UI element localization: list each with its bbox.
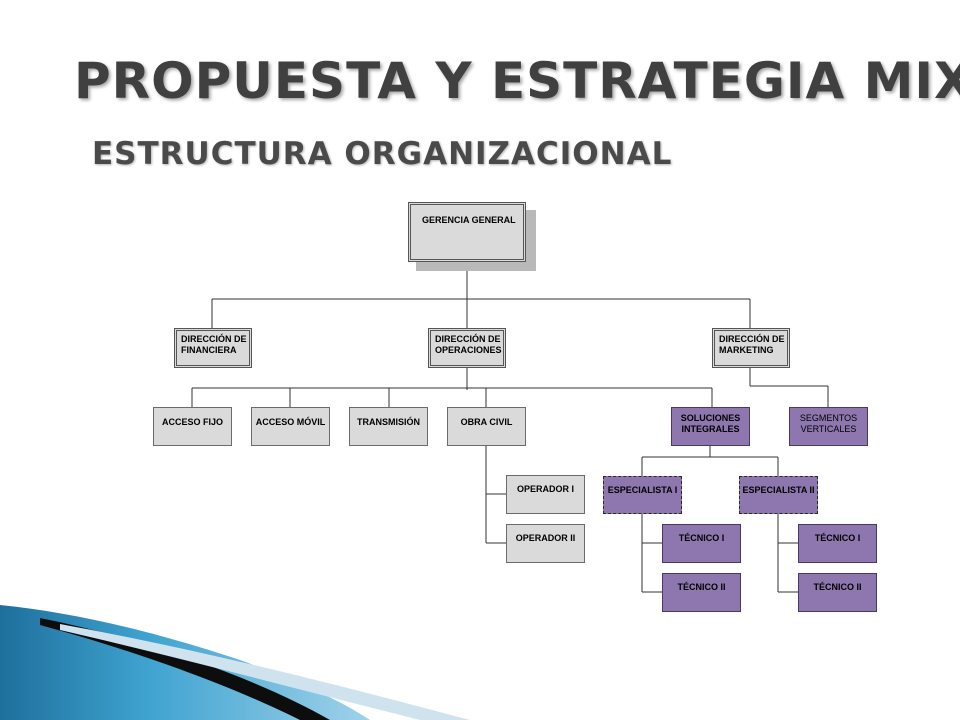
box-gerencia-general: GERENCIA GENERAL	[408, 202, 526, 262]
box-operador-2: OPERADOR II	[506, 524, 585, 563]
box-transmision: TRANSMISIÓN	[349, 407, 428, 446]
box-obra-civil: OBRA CIVIL	[447, 407, 526, 446]
slide-title: PROPUESTA Y ESTRATEGIA MIX	[74, 52, 960, 110]
box-especialista-1: ESPECIALISTA I	[603, 476, 682, 514]
box-tecnico-1-a: TÉCNICO I	[662, 524, 741, 563]
slide-subtitle: ESTRUCTURA ORGANIZACIONAL	[92, 136, 673, 172]
box-tecnico-2-a: TÉCNICO II	[662, 573, 741, 612]
box-acceso-movil: ACCESO MÓVIL	[251, 407, 330, 446]
box-operador-1: OPERADOR I	[506, 475, 585, 514]
box-especialista-2: ESPECIALISTA II	[739, 476, 818, 514]
box-tecnico-2-b: TÉCNICO II	[798, 573, 877, 612]
box-tecnico-1-b: TÉCNICO I	[798, 524, 877, 563]
box-acceso-fijo: ACCESO FIJO	[153, 407, 232, 446]
